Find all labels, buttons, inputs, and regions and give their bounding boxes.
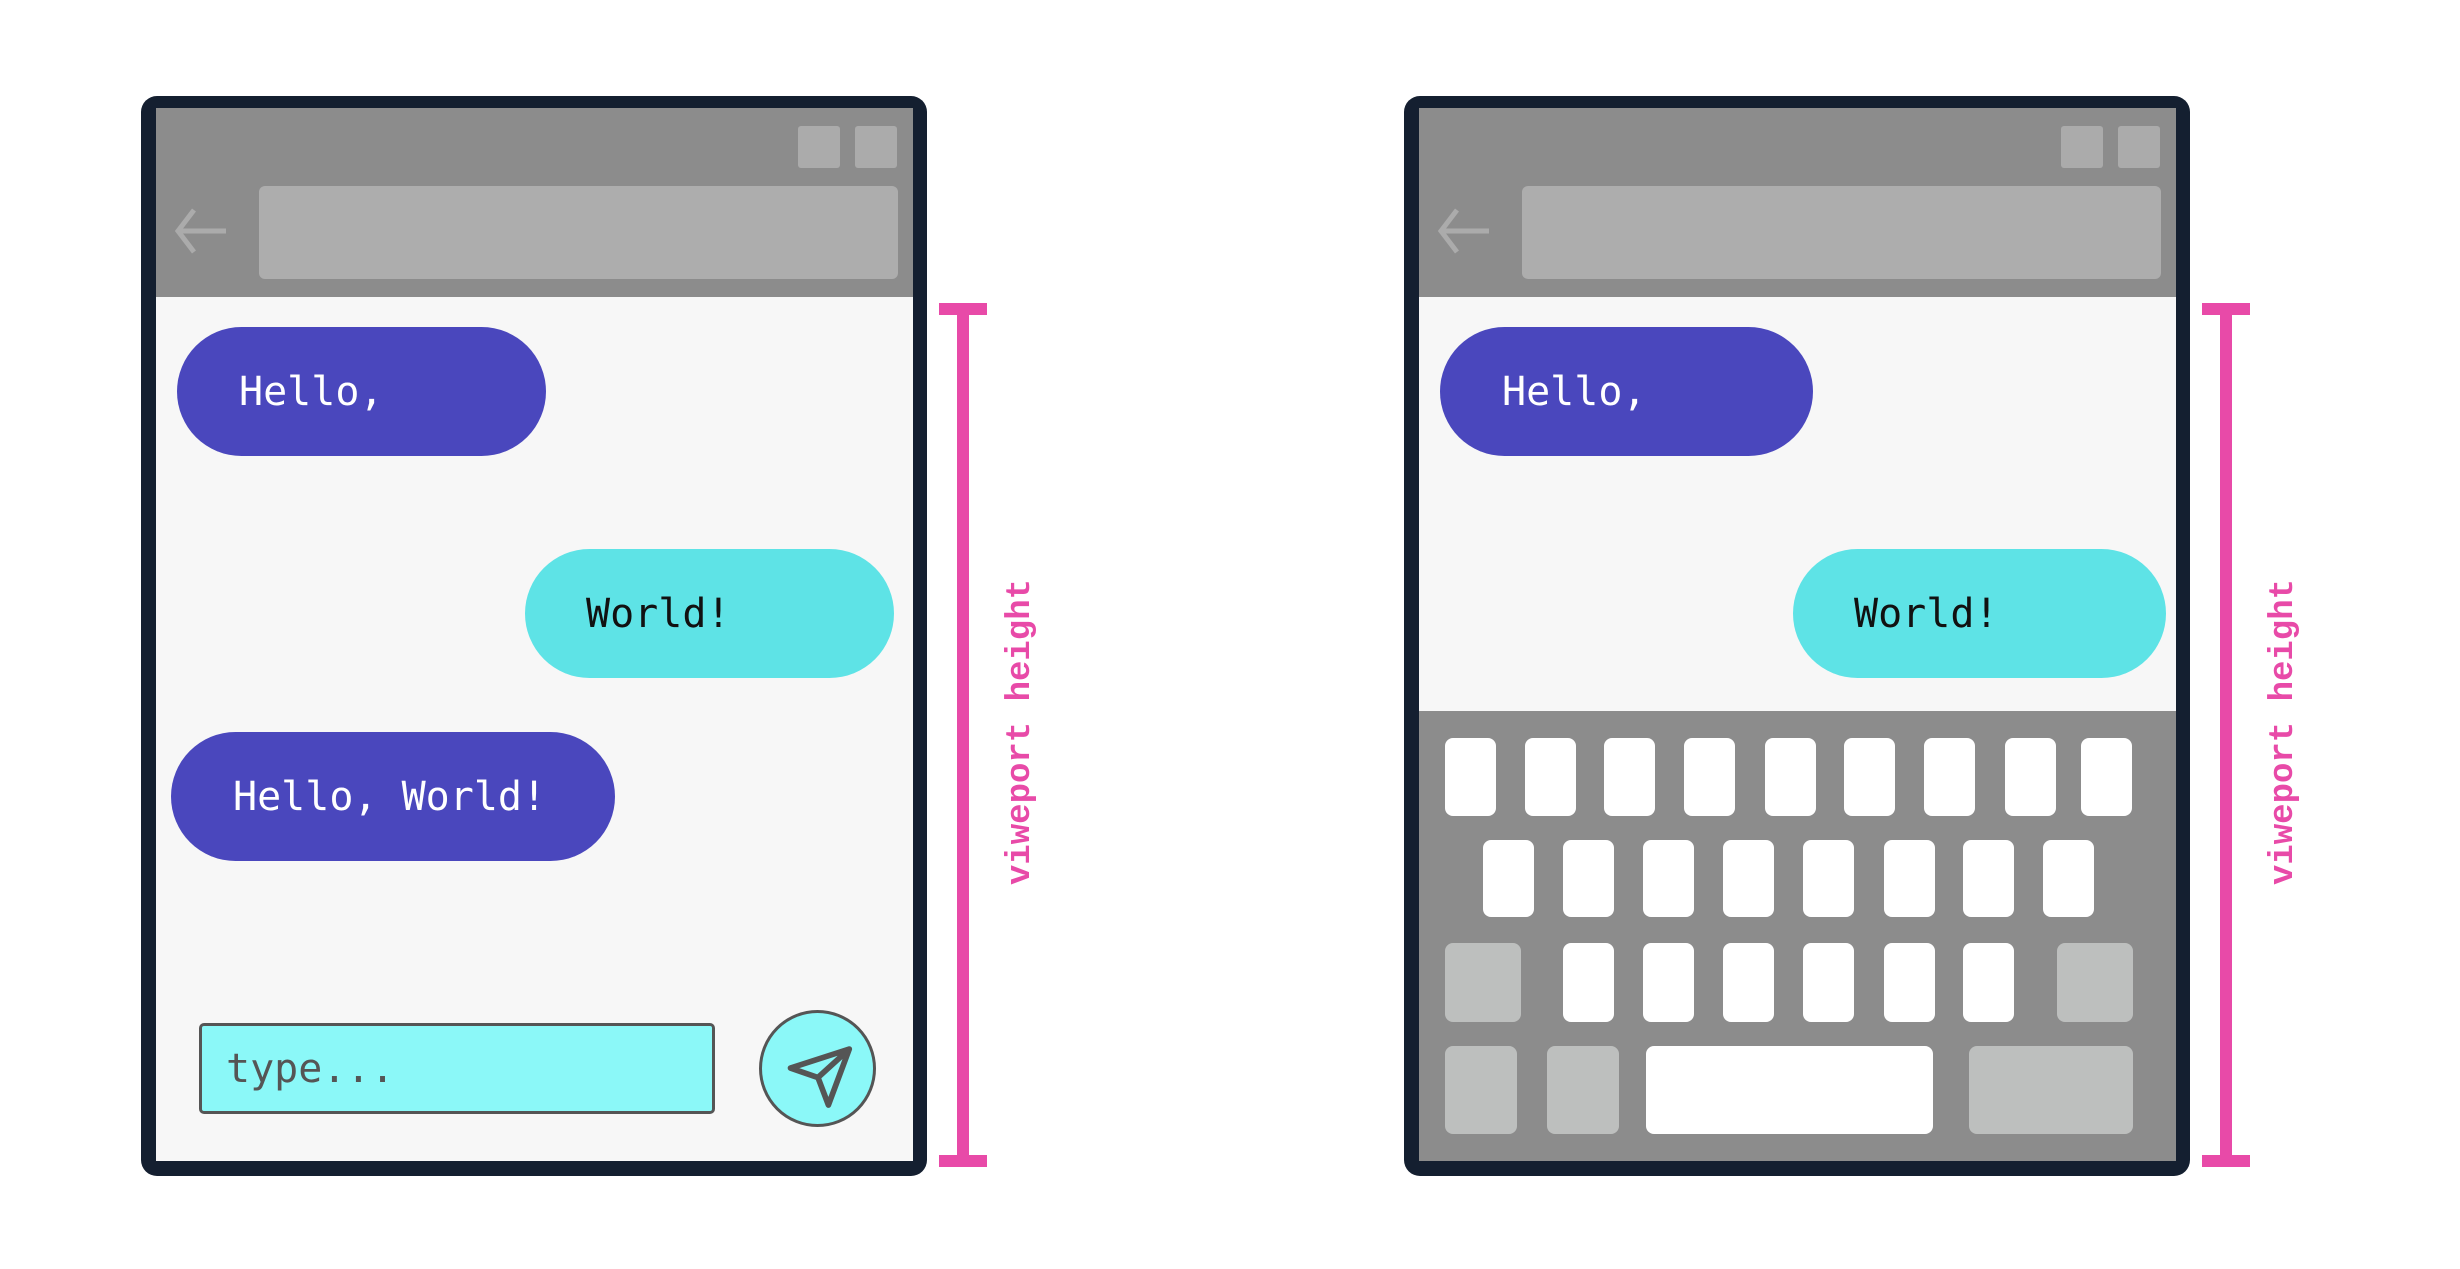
- message-input-placeholder: type...: [226, 1045, 395, 1092]
- left-phone-screen: Hello, World! Hello, World! type...: [156, 108, 913, 1161]
- window-button-2[interactable]: [855, 126, 897, 168]
- keyboard-key[interactable]: [1723, 943, 1774, 1022]
- keyboard-key[interactable]: [1963, 840, 2014, 917]
- backspace-key[interactable]: [2057, 943, 2133, 1022]
- return-key[interactable]: [1969, 1046, 2133, 1134]
- space-key[interactable]: [1646, 1046, 1933, 1134]
- keyboard-key[interactable]: [1445, 738, 1496, 816]
- keyboard-key[interactable]: [1723, 840, 1774, 917]
- window-button-1[interactable]: [798, 126, 840, 168]
- message-text: Hello, World!: [233, 773, 547, 820]
- window-button-1[interactable]: [2061, 126, 2103, 168]
- paper-plane-icon: [787, 1046, 853, 1108]
- keyboard-key[interactable]: [1884, 943, 1935, 1022]
- viewport-height-bar: [957, 303, 969, 1167]
- keyboard-key[interactable]: [1963, 943, 2014, 1022]
- keyboard-key[interactable]: [1525, 738, 1576, 816]
- viewport-height-bar: [2220, 303, 2232, 1167]
- arrow-left-icon[interactable]: [1437, 206, 1491, 256]
- keyboard-key[interactable]: [1684, 738, 1735, 816]
- left-phone-frame: Hello, World! Hello, World! type...: [141, 96, 927, 1176]
- on-screen-keyboard: [1419, 711, 2176, 1161]
- message-text: World!: [1854, 590, 1999, 637]
- arrow-left-icon[interactable]: [174, 206, 228, 256]
- numbers-key[interactable]: [1445, 1046, 1517, 1134]
- keyboard-key[interactable]: [1844, 738, 1895, 816]
- keyboard-key[interactable]: [1483, 840, 1534, 917]
- right-phone-screen: Hello, World!: [1419, 108, 2176, 1161]
- keyboard-key[interactable]: [1803, 840, 1854, 917]
- message-bubble-incoming: Hello, World!: [171, 732, 615, 861]
- message-bubble-incoming: Hello,: [1440, 327, 1813, 456]
- keyboard-key[interactable]: [1924, 738, 1975, 816]
- keyboard-key[interactable]: [2043, 840, 2094, 917]
- keyboard-key[interactable]: [1803, 943, 1854, 1022]
- viewport-height-bottom-cap: [939, 1155, 987, 1167]
- viewport-height-label: viweport height: [2265, 578, 2303, 886]
- message-text: World!: [586, 590, 731, 637]
- message-input[interactable]: type...: [199, 1023, 715, 1114]
- keyboard-key[interactable]: [1643, 943, 1694, 1022]
- keyboard-key[interactable]: [1765, 738, 1816, 816]
- message-bubble-outgoing: World!: [525, 549, 894, 678]
- keyboard-key[interactable]: [1604, 738, 1655, 816]
- viewport-height-bottom-cap: [2202, 1155, 2250, 1167]
- address-bar[interactable]: [1522, 186, 2161, 279]
- keyboard-key[interactable]: [1563, 943, 1614, 1022]
- keyboard-key[interactable]: [1643, 840, 1694, 917]
- browser-header: [156, 108, 913, 297]
- message-bubble-incoming: Hello,: [177, 327, 546, 456]
- browser-header: [1419, 108, 2176, 297]
- keyboard-key[interactable]: [1563, 840, 1614, 917]
- window-button-2[interactable]: [2118, 126, 2160, 168]
- emoji-key[interactable]: [1547, 1046, 1619, 1134]
- send-button[interactable]: [759, 1010, 876, 1127]
- shift-key[interactable]: [1445, 943, 1521, 1022]
- right-phone-frame: Hello, World!: [1404, 96, 2190, 1176]
- message-text: Hello,: [239, 368, 384, 415]
- keyboard-key[interactable]: [1884, 840, 1935, 917]
- address-bar[interactable]: [259, 186, 898, 279]
- viewport-height-label: viweport height: [1002, 578, 1040, 886]
- message-bubble-outgoing: World!: [1793, 549, 2166, 678]
- keyboard-key[interactable]: [2081, 738, 2132, 816]
- keyboard-key[interactable]: [2005, 738, 2056, 816]
- message-text: Hello,: [1502, 368, 1647, 415]
